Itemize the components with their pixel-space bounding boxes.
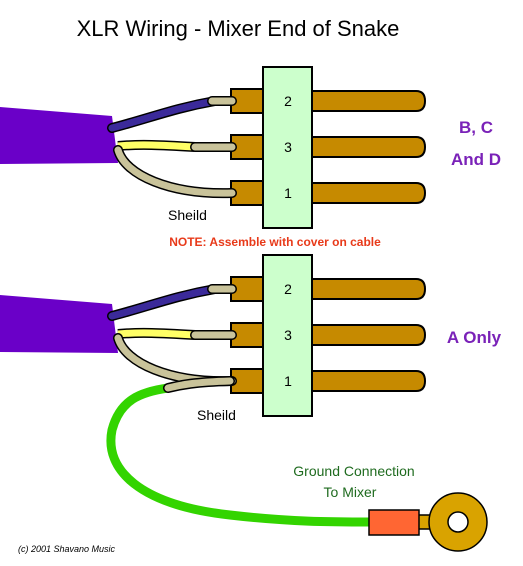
top-pin-label-1: 1 bbox=[284, 185, 292, 201]
ground-label-line2: To Mixer bbox=[324, 484, 377, 500]
top-pin-2 bbox=[230, 88, 427, 114]
top-hot-wire bbox=[108, 97, 219, 132]
ground-wire bbox=[106, 383, 377, 527]
top-applies-line2: And D bbox=[451, 150, 501, 169]
bottom-pin-label-3: 3 bbox=[284, 327, 292, 343]
top-cable-jacket bbox=[0, 107, 118, 164]
top-pin-label-2: 2 bbox=[284, 93, 292, 109]
top-shield-wire bbox=[114, 146, 236, 197]
bottom-pin-block bbox=[262, 254, 313, 417]
bottom-cable-jacket bbox=[0, 295, 118, 353]
bottom-pin-1 bbox=[230, 368, 427, 394]
bottom-pin-2 bbox=[230, 276, 427, 302]
bottom-hot-wire bbox=[108, 285, 219, 320]
top-pin-3 bbox=[230, 134, 427, 160]
bottom-shield-label: Sheild bbox=[197, 407, 236, 423]
bottom-cold-wire bbox=[117, 329, 196, 339]
top-cable bbox=[0, 96, 237, 199]
copyright-text: (c) 2001 Shavano Music bbox=[18, 544, 116, 554]
bottom-pin-3 bbox=[230, 322, 427, 348]
lug-sleeve bbox=[368, 509, 420, 536]
bottom-shield-wire bbox=[114, 334, 236, 385]
ground-ring-lug bbox=[368, 492, 488, 552]
bottom-pin-label-2: 2 bbox=[284, 281, 292, 297]
assembly-note: NOTE: Assemble with cover on cable bbox=[169, 235, 381, 249]
bottom-cable bbox=[0, 284, 237, 387]
diagram-title: XLR Wiring - Mixer End of Snake bbox=[77, 16, 400, 41]
top-shield-label: Sheild bbox=[168, 207, 207, 223]
top-applies-line1: B, C bbox=[459, 118, 493, 137]
top-cold-wire bbox=[117, 141, 196, 151]
bottom-xlr-connector: 2 3 1 bbox=[230, 254, 427, 417]
bottom-pin-label-1: 1 bbox=[284, 373, 292, 389]
bottom-applies-label: A Only bbox=[447, 328, 502, 347]
top-xlr-connector: 2 3 1 bbox=[230, 66, 427, 229]
top-pin-block bbox=[262, 66, 313, 229]
top-pin-1 bbox=[230, 180, 427, 206]
ground-label-line1: Ground Connection bbox=[293, 463, 414, 479]
top-pin-label-3: 3 bbox=[284, 139, 292, 155]
